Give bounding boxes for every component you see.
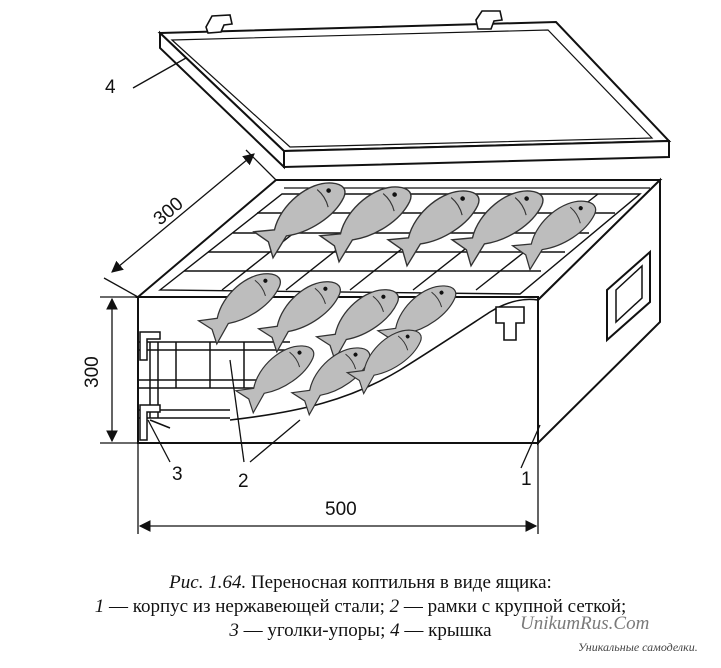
caption-item3-text: — уголки-упоры; xyxy=(243,620,386,641)
dimension-height xyxy=(100,296,138,444)
caption-item1-number: 1 xyxy=(94,596,105,617)
watermark-tagline: Уникальные самоделки. xyxy=(578,640,698,654)
caption-item2-text: — рамки с крупной сеткой; xyxy=(403,596,627,617)
lid-latch-left xyxy=(205,14,233,34)
watermark-site: UnikumRus.Com xyxy=(520,613,650,634)
callout-line-corners xyxy=(147,419,171,463)
caption-items-line-2: 3 — уголки-упоры; 4 — крышка xyxy=(0,620,721,642)
box-front-latch xyxy=(495,306,525,341)
caption-title-line: Рис. 1.64. Переносная коптильня в виде я… xyxy=(0,572,721,594)
lid xyxy=(157,10,672,170)
callout-line-frames-a xyxy=(229,359,245,463)
caption-title: Переносная коптильня в виде ящика: xyxy=(250,572,552,593)
lid-left-edge xyxy=(159,30,285,170)
caption-items-line-1: 1 — корпус из нержавеющей стали; 2 — рам… xyxy=(0,596,721,618)
callout-line-frames-b xyxy=(249,419,301,463)
lid-inner-rim xyxy=(170,29,654,148)
dimension-width xyxy=(137,443,539,534)
label-height-300: 300 xyxy=(82,356,103,388)
front-cutaway-edge xyxy=(229,298,539,421)
callout-line-body xyxy=(520,424,541,469)
label-width-500: 500 xyxy=(325,499,357,520)
label-body-number: 1 xyxy=(521,469,532,490)
box-side-face xyxy=(537,177,661,446)
dimension-depth xyxy=(103,149,277,298)
label-frames-number: 2 xyxy=(238,471,249,492)
corner-supports xyxy=(139,331,161,441)
label-corners-number: 3 xyxy=(172,464,183,485)
caption-item4-text: — крышка xyxy=(404,620,492,641)
caption-figure-number: Рис. 1.64. xyxy=(169,572,247,593)
lid-latch-right xyxy=(475,10,503,30)
caption-item3-number: 3 xyxy=(229,620,239,641)
box-side-handle-hole xyxy=(615,264,643,324)
label-lid-number: 4 xyxy=(105,77,116,98)
caption-item1-text: — корпус из нержавеющей стали; xyxy=(108,596,385,617)
caption-item4-number: 4 xyxy=(390,620,400,641)
lid-top xyxy=(157,20,672,153)
caption-item2-number: 2 xyxy=(389,596,400,617)
label-depth-300: 300 xyxy=(150,193,188,229)
